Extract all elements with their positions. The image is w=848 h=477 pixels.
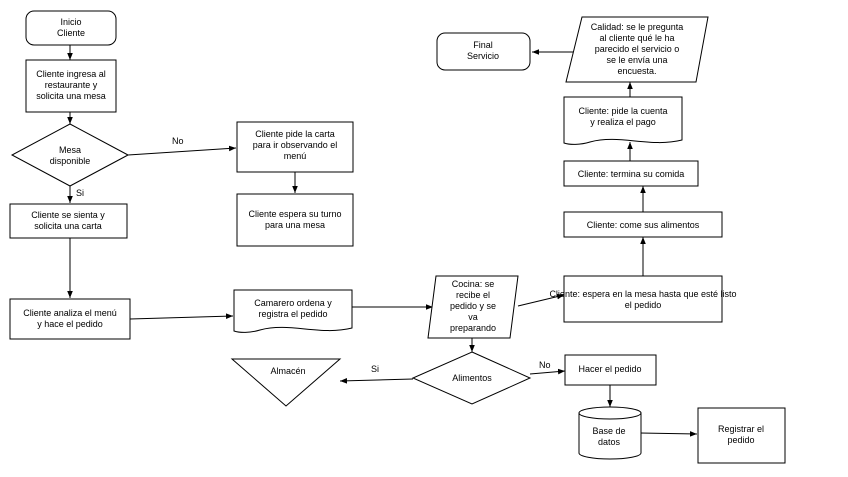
edge-alimentos-almacen xyxy=(339,378,414,384)
edge-cocina-esperamesa xyxy=(517,293,565,307)
node-come-label: Cliente: come sus alimentos xyxy=(587,220,700,230)
node-inicio-shape xyxy=(25,10,117,46)
edge-basedatos-registrar xyxy=(639,431,698,437)
node-base-datos-shape xyxy=(578,406,642,460)
node-almacen-label: Almacén xyxy=(270,366,305,376)
node-alimentos-label: Alimentos xyxy=(452,373,492,383)
node-espera-mesa-shape xyxy=(563,275,723,323)
edge-label-no-mesa: No xyxy=(172,136,184,146)
node-final-shape xyxy=(436,32,531,71)
node-calidad-shape xyxy=(565,16,709,83)
node-pide-carta-shape xyxy=(236,121,354,173)
node-espera-turno-shape xyxy=(236,193,354,247)
node-alimentos-shape xyxy=(411,351,532,405)
node-hacer-pedido-shape xyxy=(564,354,657,386)
node-espera-mesa-label: Cliente: espera en la mesa hasta que est… xyxy=(549,289,736,310)
node-almacen-shape xyxy=(230,358,342,407)
edge-label-si-mesa: Si xyxy=(76,188,84,198)
node-cocina-shape xyxy=(427,275,519,339)
edges xyxy=(67,45,698,437)
edge-label-si-alimentos: Si xyxy=(371,364,379,374)
edge-mesa-pidecarta xyxy=(127,145,237,156)
edge-analiza-camarero xyxy=(129,313,234,320)
node-mesa-disponible-shape xyxy=(10,123,130,187)
edge-label-no-alimentos: No xyxy=(539,360,551,370)
node-ingresa-shape xyxy=(25,59,117,113)
node-hacer-pedido-label: Hacer el pedido xyxy=(578,364,641,374)
node-pide-cuenta-shape xyxy=(563,96,683,145)
node-termina-label: Cliente: termina su comida xyxy=(578,169,685,179)
shapes xyxy=(9,10,786,464)
node-registrar-shape xyxy=(697,407,786,464)
node-analiza-shape xyxy=(9,298,131,340)
node-termina-shape xyxy=(563,160,699,187)
edge-alimentos-hacerpedido xyxy=(529,368,566,375)
node-sienta-shape xyxy=(9,203,128,239)
node-come-shape xyxy=(563,211,723,238)
edge-labels: No Si Si No xyxy=(76,136,551,374)
node-camarero-shape xyxy=(233,289,353,333)
